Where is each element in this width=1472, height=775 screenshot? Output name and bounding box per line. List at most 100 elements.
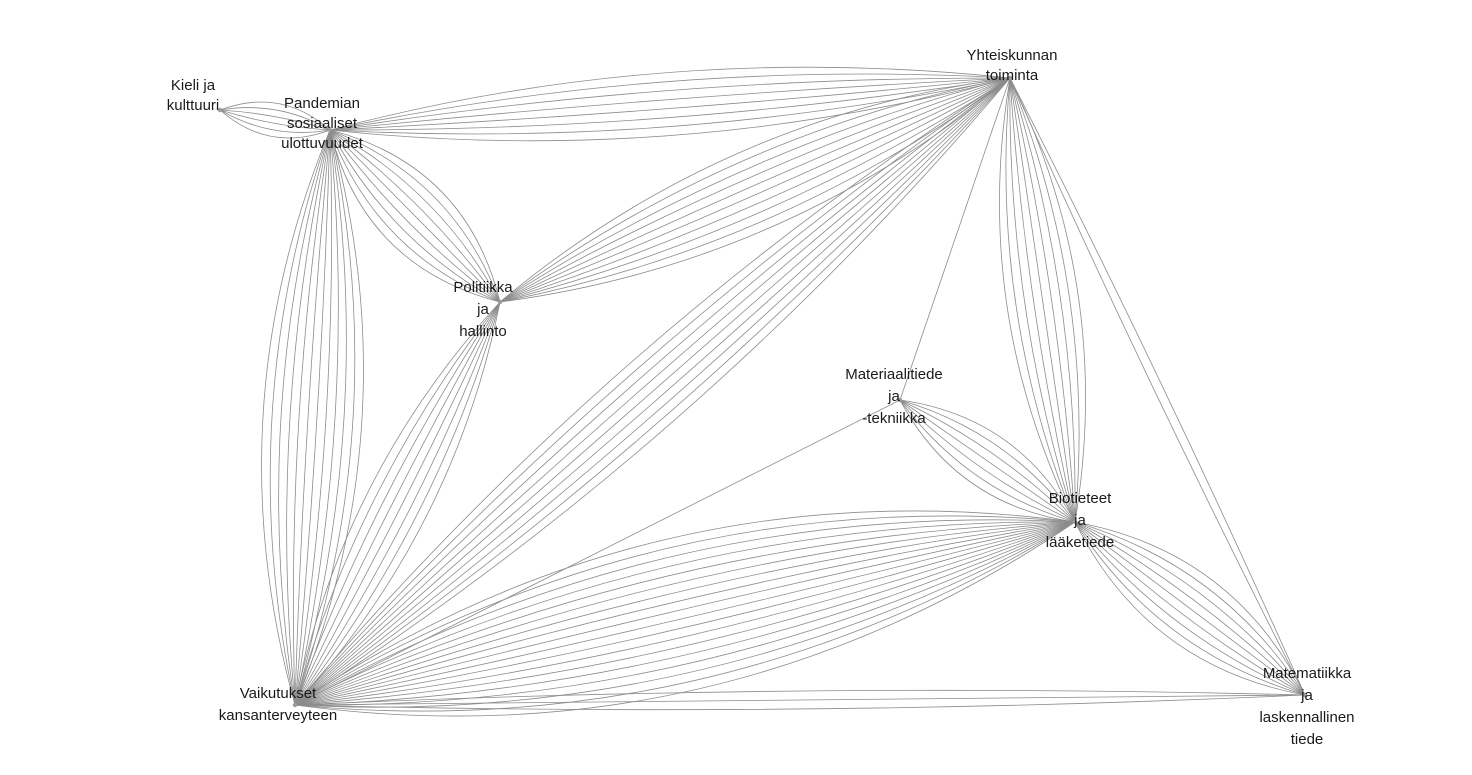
edge-vaikutukset-yhteiskunnan-7 [294, 77, 1011, 706]
edge-vaikutukset-yhteiskunnan-1 [294, 77, 1011, 706]
edge-pandemian-politiikka-6 [329, 129, 501, 303]
edge-biotieteet-matematiikka-2 [1074, 521, 1306, 696]
edge-politiikka-vaikutukset-2 [294, 301, 501, 706]
edge-biotieteet-matematiikka-3 [1074, 521, 1306, 696]
edge-vaikutukset-biotieteet-2 [294, 519, 1076, 706]
edge-materiaali-yhteiskunnan-0 [899, 77, 1011, 401]
edges-layer [219, 66, 1306, 717]
edge-yhteiskunnan-matematiikka-0 [1009, 77, 1306, 696]
edge-pandemian-vaikutukset-10 [269, 129, 331, 706]
edge-kieli-pandemian-0 [219, 101, 331, 131]
edge-biotieteet-matematiikka-4 [1074, 521, 1306, 696]
edge-politiikka-vaikutukset-1 [294, 301, 501, 706]
node-dot-politiikka [497, 299, 503, 305]
edge-materiaali-biotieteet-6 [899, 399, 1076, 523]
node-dot-biotieteet [1072, 519, 1078, 525]
node-label-materiaali-line-1: ja [887, 388, 900, 405]
node-label-materiaali-line-0: Materiaalitiede [845, 366, 943, 383]
edge-vaikutukset-yhteiskunnan-8 [294, 77, 1011, 706]
node-yhteiskunnan[interactable]: Yhteiskunnan toiminta [967, 47, 1058, 84]
edge-kieli-pandemian-3 [219, 109, 331, 131]
edge-kieli-pandemian-2 [219, 109, 331, 131]
edge-vaikutukset-biotieteet-17 [294, 521, 1076, 717]
node-label-kieli-line-0: Kieli ja [171, 77, 216, 94]
node-dot-vaikutukset [292, 702, 298, 708]
edge-yhteiskunnan-biotieteet-2 [1009, 77, 1076, 523]
edge-pandemian-yhteiskunnan-6 [329, 77, 1011, 135]
node-dot-matematiikka [1302, 692, 1308, 698]
edge-vaikutukset-biotieteet-0 [294, 510, 1076, 706]
edge-pandemian-politiikka-0 [329, 129, 501, 303]
edge-materiaali-biotieteet-1 [899, 399, 1076, 523]
edge-politiikka-yhteiskunnan-8 [499, 77, 1011, 303]
edge-politiikka-yhteiskunnan-1 [499, 77, 1011, 303]
edge-yhteiskunnan-biotieteet-3 [1009, 77, 1076, 523]
edge-vaikutukset-biotieteet-8 [294, 521, 1076, 706]
edge-kieli-pandemian-4 [219, 109, 331, 133]
edge-biotieteet-matematiikka-7 [1074, 521, 1306, 696]
edge-pandemian-politiikka-3 [329, 129, 501, 303]
edge-vaikutukset-yhteiskunnan-3 [294, 77, 1011, 706]
edge-pandemian-politiikka-1 [329, 129, 501, 303]
edge-politiikka-vaikutukset-7 [294, 301, 501, 706]
edge-pandemian-vaikutukset-7 [292, 129, 331, 706]
edge-pandemian-vaikutukset-1 [294, 129, 356, 706]
edge-biotieteet-matematiikka-6 [1074, 521, 1306, 696]
node-label-biotieteet-line-0: Biotieteet [1049, 490, 1112, 507]
edge-pandemian-vaikutukset-11 [261, 129, 331, 706]
edge-politiikka-vaikutukset-4 [294, 301, 501, 706]
edge-politiikka-vaikutukset-0 [294, 301, 501, 706]
edge-pandemian-yhteiskunnan-3 [329, 77, 1011, 131]
edge-politiikka-vaikutukset-6 [294, 301, 501, 706]
edge-vaikutukset-biotieteet-6 [294, 521, 1076, 706]
node-label-biotieteet-line-1: ja [1073, 512, 1086, 529]
edge-vaikutukset-biotieteet-7 [294, 521, 1076, 706]
edge-vaikutukset-biotieteet-9 [294, 521, 1076, 706]
node-kieli[interactable]: Kieli ja kulttuuri [167, 77, 223, 114]
node-label-kieli-line-1: kulttuuri [167, 97, 220, 114]
edge-pandemian-vaikutukset-9 [278, 129, 331, 706]
edge-biotieteet-matematiikka-1 [1074, 521, 1306, 696]
node-label-pandemian-line-2: ulottuvuudet [281, 135, 364, 152]
edge-pandemian-politiikka-2 [329, 129, 501, 303]
node-label-pandemian-line-1: sosiaaliset [287, 115, 358, 132]
edge-politiikka-yhteiskunnan-2 [499, 77, 1011, 303]
edge-pandemian-politiikka-4 [329, 129, 501, 303]
edge-materiaali-biotieteet-2 [899, 399, 1076, 523]
node-label-matematiikka-line-1: ja [1300, 687, 1313, 704]
edge-vaikutukset-matematiikka-2 [294, 694, 1306, 711]
edge-pandemian-vaikutukset-6 [294, 129, 331, 706]
edge-politiikka-yhteiskunnan-5 [499, 77, 1011, 303]
edge-vaikutukset-biotieteet-4 [294, 521, 1076, 706]
node-label-matematiikka-line-3: tiede [1291, 731, 1324, 748]
edge-materiaali-biotieteet-3 [899, 399, 1076, 523]
edge-politiikka-yhteiskunnan-6 [499, 77, 1011, 303]
edge-vaikutukset-biotieteet-14 [294, 521, 1076, 706]
edge-biotieteet-matematiikka-5 [1074, 521, 1306, 696]
edge-politiikka-yhteiskunnan-0 [499, 77, 1011, 303]
edge-pandemian-politiikka-7 [329, 129, 501, 303]
edge-vaikutukset-yhteiskunnan-4 [294, 77, 1011, 706]
edge-yhteiskunnan-biotieteet-8 [999, 77, 1076, 523]
edge-biotieteet-matematiikka-0 [1074, 521, 1306, 696]
node-label-yhteiskunnan-line-0: Yhteiskunnan [967, 47, 1058, 64]
node-label-yhteiskunnan-line-1: toiminta [986, 67, 1039, 84]
edge-kieli-pandemian-5 [219, 109, 331, 139]
edge-vaikutukset-biotieteet-1 [294, 515, 1076, 706]
edge-vaikutukset-yhteiskunnan-5 [294, 77, 1011, 706]
edge-yhteiskunnan-biotieteet-0 [1009, 77, 1086, 523]
edge-pandemian-yhteiskunnan-5 [329, 77, 1011, 131]
edge-vaikutukset-yhteiskunnan-6 [294, 77, 1011, 706]
edge-materiaali-biotieteet-0 [899, 399, 1076, 523]
edge-pandemian-vaikutukset-4 [294, 129, 333, 706]
edge-politiikka-yhteiskunnan-4 [499, 77, 1011, 303]
node-dot-pandemian [327, 127, 333, 133]
